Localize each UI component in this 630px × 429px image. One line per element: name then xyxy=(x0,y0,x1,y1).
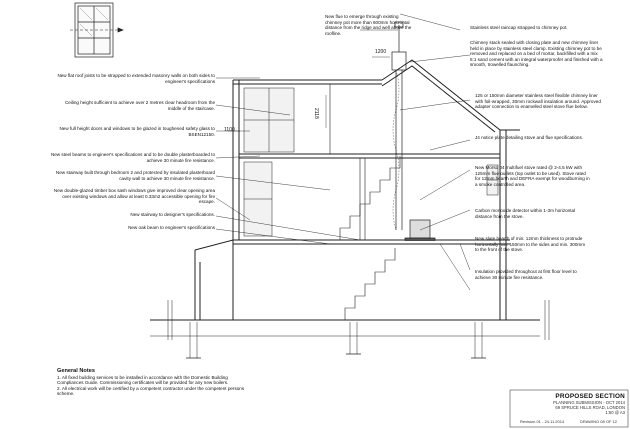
note-doors-windows: New full height doors and windows to be … xyxy=(59,126,215,137)
dimension-1200: 1200 xyxy=(375,49,387,55)
note-raincap: Stainless steel raincap strapped to chim… xyxy=(470,25,568,30)
note-oak-beam: New oak beam to engineer's specification… xyxy=(128,225,215,230)
note-co-detector: Carbon monoxide detector within 1-3m hor… xyxy=(475,208,576,219)
general-note-item: 2. All electrical work will be certified… xyxy=(57,385,245,397)
scale-line: 1:50 @ A3 xyxy=(605,410,625,415)
note-chimney-stack: Chimney stack sealed with closing plate … xyxy=(470,40,603,68)
note-notice-plate: J4 notice plate detailing stove and flue… xyxy=(475,135,584,140)
note-flat-roof-joists: New flat roof joists to be strapped to e… xyxy=(57,73,215,84)
right-window xyxy=(486,164,499,196)
note-chimney-liner: 125 or 150mm diameter stainless steel fl… xyxy=(475,93,601,110)
drawing-title: PROPOSED SECTION xyxy=(555,393,625,400)
ground-line xyxy=(150,319,540,359)
house-section xyxy=(194,59,520,320)
drawing-number: DRAWING 08 OF 12 xyxy=(580,419,617,424)
upper-glazing xyxy=(243,87,295,237)
key-plan-thumbnail xyxy=(70,2,124,58)
note-steel-beams: New steel beams to engineer's specificat… xyxy=(50,152,215,163)
submission-line: PLANNING SUBMISSION - OCT 2014 xyxy=(553,400,625,405)
garden-columns xyxy=(167,300,550,340)
staircase xyxy=(339,156,401,320)
dimension-1100: 1100 xyxy=(224,127,235,133)
address-line: 69 SPRUCE HILLS ROAD, LONDON xyxy=(555,405,625,410)
general-note-item: 1. All fixed building services to be ins… xyxy=(57,375,229,386)
note-stairway-bedroom: New stairway built through bedroom 2 and… xyxy=(55,170,215,181)
note-slate-hearth: New slate hearth of min. 12mm thickness … xyxy=(475,236,586,253)
revision-label: Revision 01 - 24.11.2014 xyxy=(520,419,565,424)
note-ceiling-height: Ceiling height sufficient to achieve ove… xyxy=(64,100,215,111)
note-flue-chimney-pot: New flue to emerge through existing chim… xyxy=(325,14,412,36)
title-block-frame xyxy=(509,389,629,428)
note-insulation: Insulation provided throughout at first … xyxy=(475,269,577,280)
chimney-flue xyxy=(391,21,436,241)
dimension-2118: 2118 xyxy=(313,108,319,119)
note-new-stairway: New stairway to designer's specification… xyxy=(130,212,215,217)
note-morso-stove: New Morso 04 multifuel stove rated @ 2-4… xyxy=(475,165,590,187)
title-block: PROPOSED SECTION PLANNING SUBMISSION - O… xyxy=(515,393,625,427)
note-sash-windows: New double-glazed timber box sash window… xyxy=(53,188,215,205)
general-notes-title: General Notes xyxy=(57,368,95,374)
roof-rafters xyxy=(419,71,485,125)
general-notes: General Notes 1. All fixed building serv… xyxy=(57,368,247,397)
leader-lines xyxy=(215,13,471,291)
dimension-lines xyxy=(228,56,390,132)
